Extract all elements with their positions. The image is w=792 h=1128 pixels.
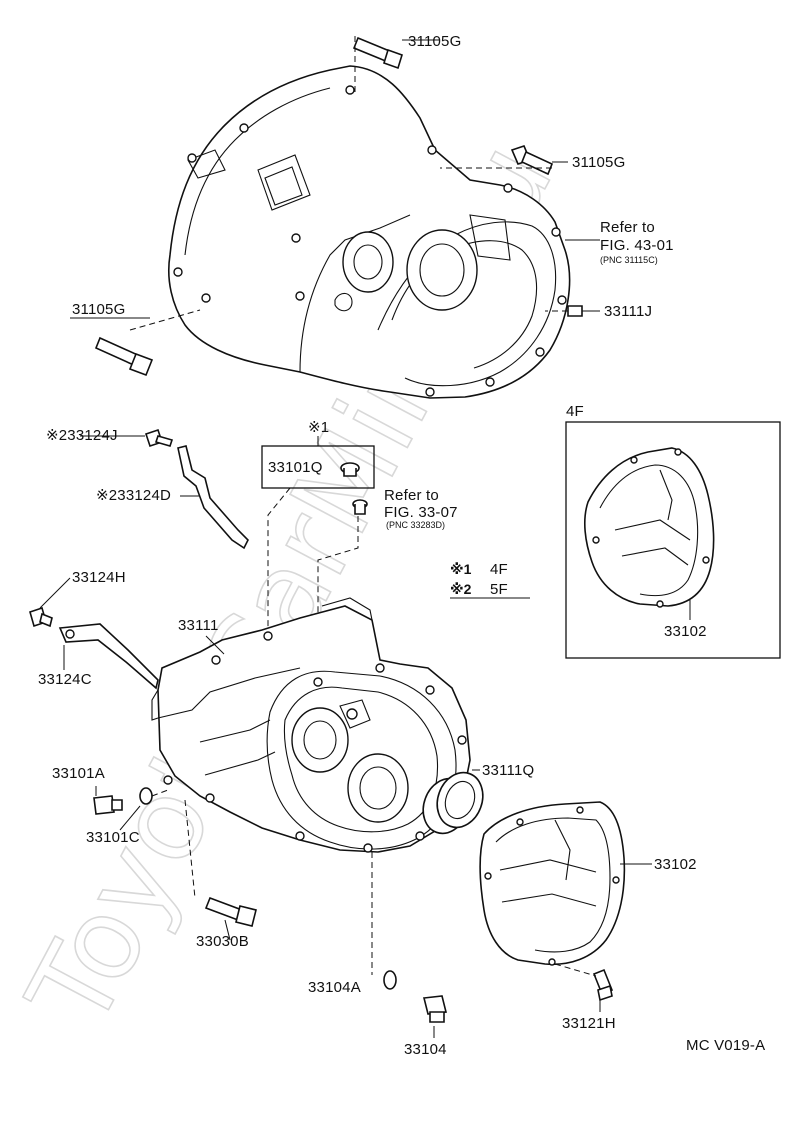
ref2-pnc: (PNC 33283D): [386, 520, 445, 530]
legend-mark-2: ※2: [450, 581, 472, 597]
plug-33104-icon: [423, 995, 447, 1023]
legend-value-1: 4F: [490, 561, 508, 578]
bolt-33030b-icon: [204, 896, 257, 927]
cover-33102-inset-drawing: [583, 447, 715, 608]
ref1-pnc: (PNC 31115C): [600, 255, 658, 265]
label-33104a: 33104A: [308, 979, 361, 996]
diagram-code: MC V019-A: [686, 1037, 765, 1054]
inset-4f-frame: [565, 421, 781, 659]
label-33101a: 33101A: [52, 765, 105, 782]
cover-33102-drawing: [479, 801, 626, 966]
label-33111: 33111: [178, 617, 219, 634]
label-33121h: 33121H: [562, 1015, 616, 1032]
plug-33101q-box: [261, 445, 375, 489]
gasket-33104a-icon: [383, 970, 397, 990]
bolt-31105g-left-icon: [94, 336, 154, 377]
inset-title: 4F: [566, 403, 584, 420]
bracket-33124c-icon: [58, 623, 159, 690]
label-33102-inset: 33102: [664, 623, 707, 640]
label-33124j: ※233124J: [46, 427, 118, 444]
label-33104: 33104: [404, 1041, 447, 1058]
label-33102: 33102: [654, 856, 697, 873]
legend-mark-1: ※1: [450, 561, 472, 577]
plug-33101a-icon: [93, 795, 123, 815]
bolt-31105g-right-icon: [510, 145, 554, 176]
label-33124d: ※233124D: [96, 487, 171, 504]
gasket-33101c-icon: [139, 787, 153, 805]
ref2-title: Refer to: [384, 487, 439, 504]
ref1-title: Refer to: [600, 219, 655, 236]
ref2-fig: FIG. 33-07: [384, 504, 458, 521]
variant-legend: ※1 4F ※2 5F: [450, 561, 530, 599]
label-33101c: 33101C: [86, 829, 140, 846]
vent-plug-icon: [352, 499, 368, 515]
label-31105g-top: 31105G: [408, 33, 461, 50]
bolt-33124j-icon: [144, 428, 174, 448]
label-33124h: 33124H: [72, 569, 126, 586]
plug-33101q-icon: [340, 462, 360, 477]
legend-value-2: 5F: [490, 581, 508, 598]
label-31105g-right: 31105G: [572, 154, 625, 171]
transmission-case-drawing: [151, 597, 471, 853]
mark1-note: ※1: [308, 419, 329, 436]
oil-seal-33111q-icon: [422, 771, 484, 835]
transaxle-housing-drawing: [167, 65, 571, 399]
label-33101q: 33101Q: [268, 459, 323, 476]
label-33030b: 33030B: [196, 933, 249, 950]
bolt-33121h-icon: [592, 968, 614, 1002]
bolt-33124h-icon: [29, 606, 53, 628]
label-31105g-left: 31105G: [72, 301, 125, 318]
ref1-fig: FIG. 43-01: [600, 237, 674, 254]
label-33111q: 33111Q: [482, 762, 534, 779]
label-33124c: 33124C: [38, 671, 92, 688]
label-33111j: 33111J: [604, 303, 652, 320]
pin-33111j-icon: [567, 305, 583, 317]
bracket-33124d-icon: [177, 445, 249, 550]
bolt-31105g-top-icon: [352, 36, 403, 70]
